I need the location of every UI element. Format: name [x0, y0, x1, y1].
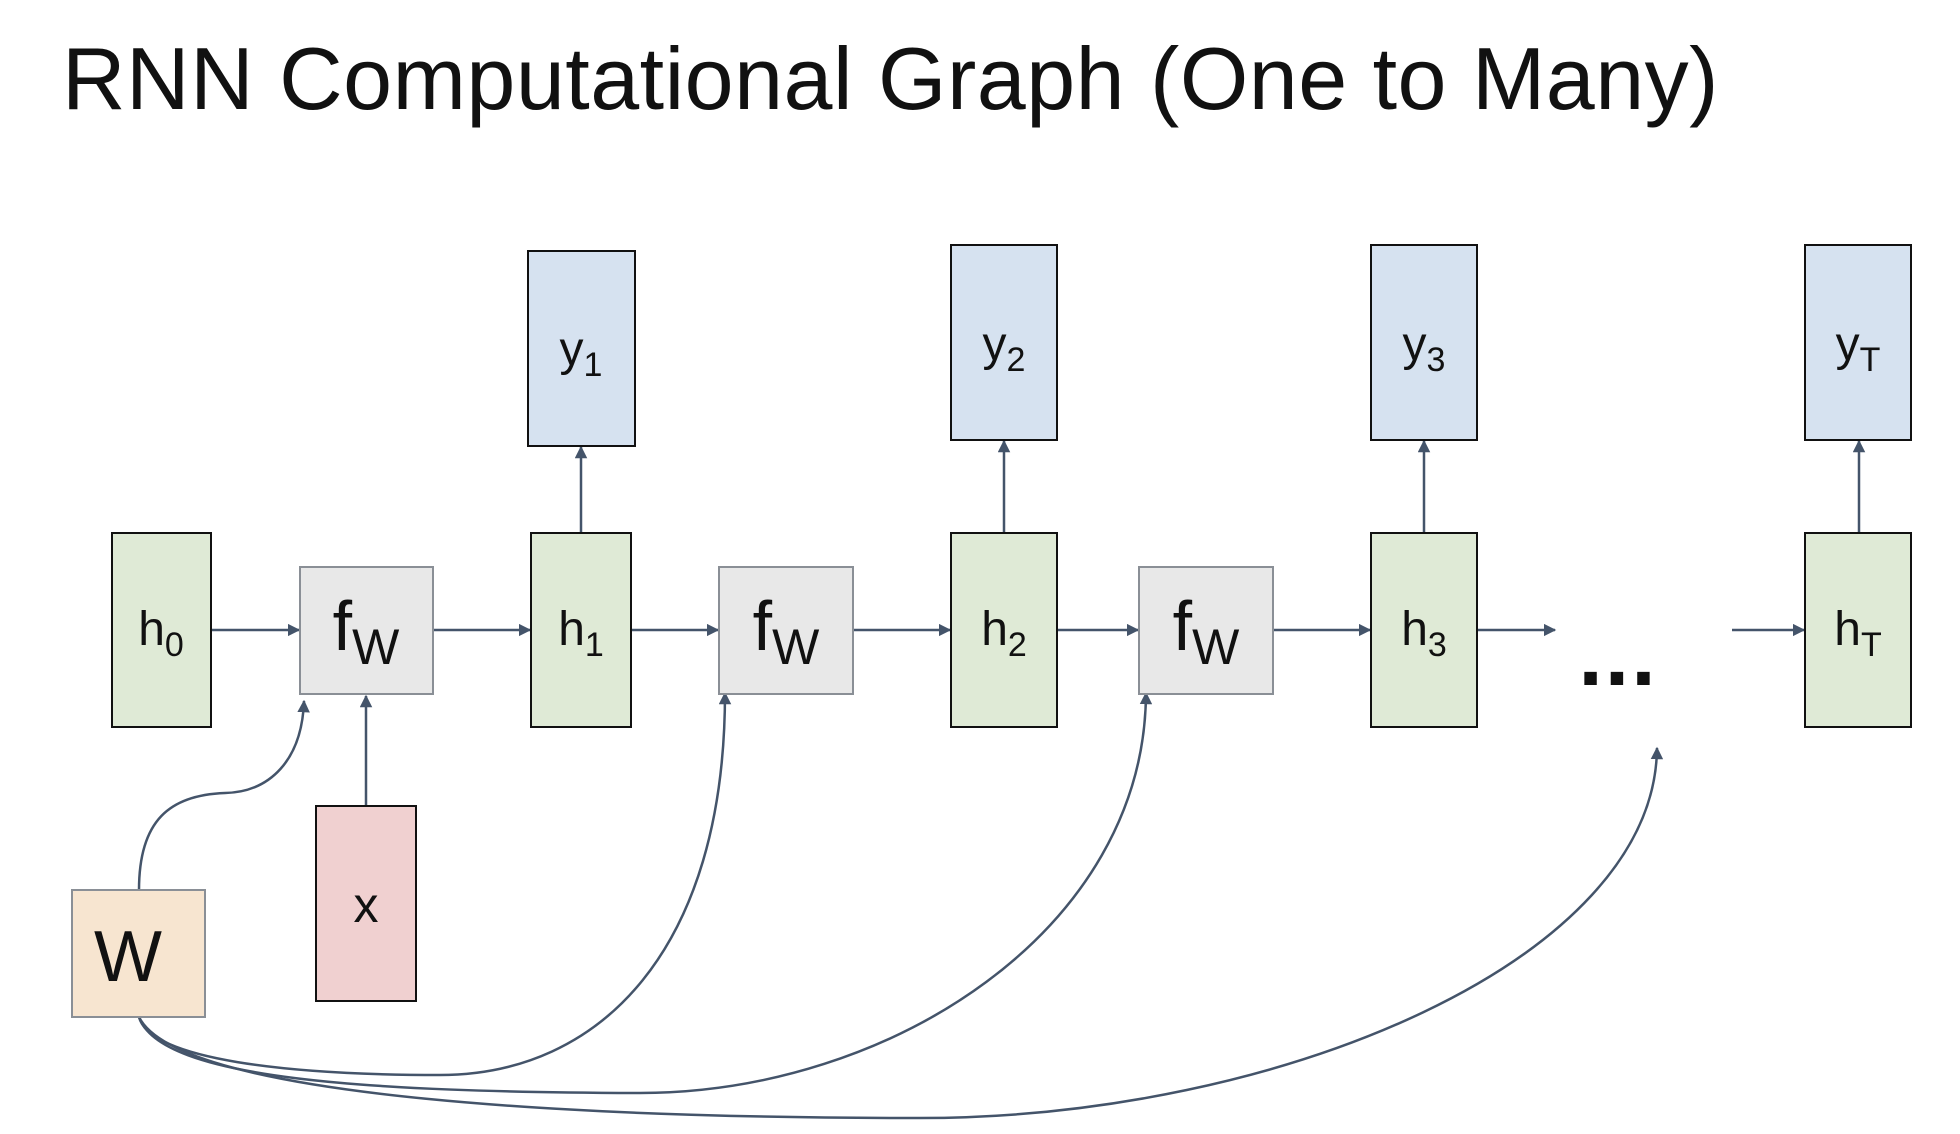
node-f3-subscript: W [1192, 619, 1240, 675]
svg-text:fW: fW [333, 587, 400, 675]
w-to-f3-curve [137, 691, 1153, 1095]
node-f1-label: f [333, 587, 353, 665]
node-yT: yT [1804, 244, 1912, 441]
node-h3: h3 [1370, 532, 1478, 728]
node-f2-box [718, 566, 854, 695]
node-f2: fW [718, 566, 854, 695]
node-hT: hT [1804, 532, 1912, 728]
node-yT-subscript: T [1860, 341, 1881, 379]
ellipsis: ... [1578, 605, 1657, 704]
node-hT-box [1804, 532, 1912, 728]
node-x-box [315, 805, 417, 1002]
svg-text:fW: fW [753, 587, 820, 675]
node-f2-subscript: W [772, 619, 820, 675]
w-to-ellipsis-curve [137, 746, 1664, 1120]
node-f3-label: f [1173, 587, 1193, 665]
svg-text:hT: hT [1834, 603, 1881, 664]
node-hT-subscript: T [1861, 626, 1882, 664]
node-y3: y3 [1370, 244, 1478, 441]
node-y1-label: y [560, 323, 584, 376]
svg-text:y3: y3 [1403, 318, 1446, 379]
node-h3-label: h [1401, 603, 1428, 656]
node-w-label: W [94, 917, 162, 997]
node-y3-box [1370, 244, 1478, 441]
node-f2-label: f [753, 587, 773, 665]
node-h3-box [1370, 532, 1478, 728]
page-title: RNN Computational Graph (One to Many) [62, 29, 1719, 128]
node-x-label: x [354, 877, 379, 933]
node-f1-subscript: W [352, 619, 400, 675]
node-h3-subscript: 3 [1428, 626, 1447, 664]
node-yT-box [1804, 244, 1912, 441]
node-h0-subscript: 0 [165, 626, 184, 664]
node-h0-label: h [138, 603, 165, 656]
node-h1: h1 [530, 532, 632, 728]
node-h1-box [530, 532, 632, 728]
node-hT-label: h [1834, 603, 1861, 656]
svg-text:h3: h3 [1401, 603, 1447, 664]
node-y2-label: y [983, 318, 1007, 371]
svg-text:yT: yT [1836, 318, 1881, 379]
node-f3: fW [1138, 566, 1274, 695]
node-x: x [315, 805, 417, 1002]
svg-text:h1: h1 [558, 603, 604, 664]
node-w: W [71, 889, 206, 1018]
w-to-f1-curve [137, 699, 310, 891]
svg-text:y2: y2 [983, 318, 1026, 379]
node-h2-label: h [981, 603, 1008, 656]
node-y1: y1 [527, 250, 636, 447]
node-y2: y2 [950, 244, 1058, 441]
svg-text:fW: fW [1173, 587, 1240, 675]
svg-text:h2: h2 [981, 603, 1027, 664]
node-y3-subscript: 3 [1427, 341, 1446, 379]
node-h1-label: h [558, 603, 585, 656]
node-h0: h0 [111, 532, 212, 728]
node-y1-subscript: 1 [584, 346, 603, 384]
node-f3-box [1138, 566, 1274, 695]
node-yT-label: y [1836, 318, 1860, 371]
w-to-f2-curve [137, 691, 732, 1077]
node-f1: fW [299, 566, 434, 695]
node-y1-box [527, 250, 636, 447]
node-y2-box [950, 244, 1058, 441]
node-f1-box [299, 566, 434, 695]
node-h0-box [111, 532, 212, 728]
node-h2: h2 [950, 532, 1058, 728]
node-h2-subscript: 2 [1008, 626, 1027, 664]
node-h2-box [950, 532, 1058, 728]
node-y2-subscript: 2 [1007, 341, 1026, 379]
node-y3-label: y [1403, 318, 1427, 371]
node-w-box [71, 889, 206, 1018]
node-h1-subscript: 1 [585, 626, 604, 664]
svg-text:y1: y1 [560, 323, 603, 384]
svg-text:h0: h0 [138, 603, 184, 664]
